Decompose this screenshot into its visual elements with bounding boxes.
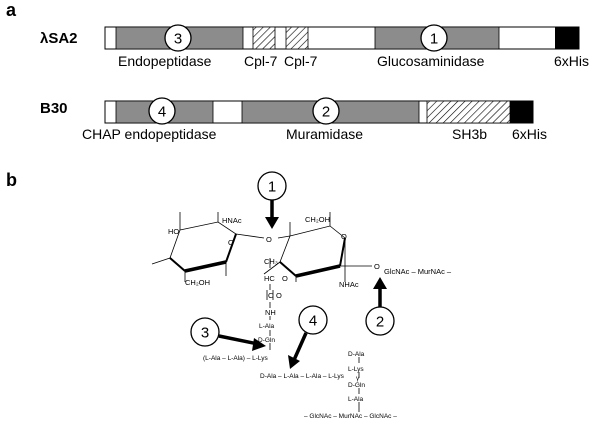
chem-o-ring2: O	[341, 232, 347, 241]
arrow-2	[373, 277, 387, 307]
arrow-4	[288, 332, 308, 369]
svg-text:2: 2	[376, 314, 384, 331]
chem-ho: HO	[168, 227, 179, 236]
panel-b-letter: b	[6, 170, 17, 190]
cpl7-domain-2	[285, 26, 309, 50]
construct-1-bar	[104, 26, 580, 50]
svg-text:3: 3	[201, 325, 209, 342]
chem-bottom-chain: – GlcNAc – MurNAc – GlcNAc –	[304, 413, 397, 420]
svg-text:2: 2	[322, 104, 330, 121]
chem-right-chain: GlcNAc – MurNAc –	[384, 267, 452, 276]
label-his-1: 6xHis	[554, 53, 589, 69]
chem-r-d-ala: D-Ala	[348, 351, 365, 358]
label-glucosaminidase: Glucosaminidase	[377, 53, 485, 69]
chem-o-right: O	[374, 262, 380, 271]
chem-nh: NH	[265, 308, 276, 317]
svg-text:3: 3	[174, 31, 182, 48]
circle-1-b: 1	[257, 171, 287, 201]
label-sh3b: SH3b	[452, 126, 487, 142]
construct-1-name: λSA2	[40, 30, 78, 47]
label-his-2: 6xHis	[512, 126, 547, 142]
label-muramidase: Muramidase	[286, 126, 363, 142]
construct-2-name: B30	[40, 100, 68, 117]
label-cpl7-2: Cpl-7	[284, 53, 318, 69]
chem-ch3: CH₃	[264, 257, 278, 266]
chem-ch2oh-top: CH₂OH	[305, 215, 330, 224]
svg-text:4: 4	[158, 104, 166, 121]
chem-l-ala: L-Ala	[259, 323, 275, 330]
svg-text:1: 1	[430, 31, 438, 48]
his-tag-2	[510, 101, 533, 123]
chem-bridge: (L-Ala – L-Ala) – L-Lys	[203, 355, 269, 362]
peptidoglycan-structure	[151, 212, 372, 412]
chem-d-gln: D-Gln	[258, 337, 275, 344]
svg-text:4: 4	[309, 313, 317, 330]
circle-1-a: 1	[420, 24, 448, 52]
panel-a-letter: a	[6, 0, 17, 20]
circle-3-a: 3	[164, 24, 192, 52]
chem-r-d-gln: D-Gln	[348, 382, 365, 389]
chem-nhac-right: NHAc	[339, 280, 359, 289]
label-cpl7-1: Cpl-7	[244, 53, 278, 69]
chem-gamma: γ	[356, 375, 360, 382]
label-chap: CHAP endopeptidase	[82, 126, 217, 142]
arrow-1	[265, 200, 279, 229]
chem-o-ring1: O	[228, 238, 234, 247]
chem-hnac: HNAc	[222, 216, 242, 225]
chem-o-lactyl: O	[282, 274, 288, 283]
label-endopeptidase: Endopeptidase	[118, 53, 212, 69]
chem-c: C	[268, 291, 274, 300]
chem-d-ala-chain: D-Ala – L-Ala – L-Ala – L-Lys	[260, 373, 345, 380]
chem-o-bridge: O	[266, 235, 272, 244]
chem-o-eq: O	[276, 291, 282, 300]
circle-2-a: 2	[312, 97, 340, 125]
his-tag-1	[555, 27, 579, 49]
circle-2-b: 2	[365, 306, 395, 336]
circle-3-b: 3	[190, 317, 220, 347]
chem-r-l-ala: L-Ala	[348, 396, 364, 403]
chem-r-l-lys: L-Lys	[348, 366, 364, 373]
sh3b-domain	[426, 100, 511, 124]
circle-4-b: 4	[298, 305, 328, 335]
chem-hc: HC	[264, 274, 275, 283]
svg-text:1: 1	[268, 179, 276, 196]
chem-ch2oh-bottom: CH₂OH	[185, 278, 210, 287]
cpl7-domain-1	[252, 26, 276, 50]
arrow-3	[218, 334, 266, 351]
circle-4-a: 4	[148, 97, 176, 125]
